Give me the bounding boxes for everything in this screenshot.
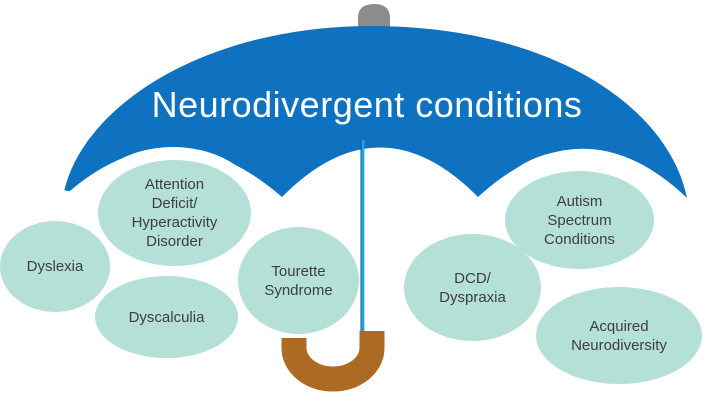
bubble-adhd: Attention Deficit/ Hyperactivity Disorde… <box>98 160 251 266</box>
bubble-label: DCD/ Dyspraxia <box>439 269 506 306</box>
bubble-label: Dyslexia <box>26 258 84 275</box>
umbrella-shaft-icon <box>361 140 365 336</box>
bubble-dyslexia: Dyslexia <box>0 221 110 312</box>
umbrella-cap-icon <box>358 4 390 34</box>
bubble-label: Acquired Neurodiversity <box>571 317 667 354</box>
umbrella-shaft-edge-icon <box>360 140 362 336</box>
bubble-tourette-syndrome: Tourette Syndrome <box>238 227 359 334</box>
bubble-label: Dyscalculia <box>128 308 205 326</box>
bubble-dyscalculia: Dyscalculia <box>95 276 238 358</box>
bubble-autism-spectrum-conditions: Autism Spectrum Conditions <box>505 171 654 269</box>
bubble-label: Attention Deficit/ Hyperactivity Disorde… <box>131 176 218 250</box>
bubble-label: Tourette Syndrome <box>264 262 333 299</box>
diagram-title: Neurodivergent conditions <box>151 84 583 125</box>
bubble-dcd-dyspraxia: DCD/ Dyspraxia <box>404 234 541 341</box>
bubble-acquired-neurodiversity: Acquired Neurodiversity <box>536 287 702 384</box>
bubble-label: Autism Spectrum Conditions <box>544 192 615 248</box>
